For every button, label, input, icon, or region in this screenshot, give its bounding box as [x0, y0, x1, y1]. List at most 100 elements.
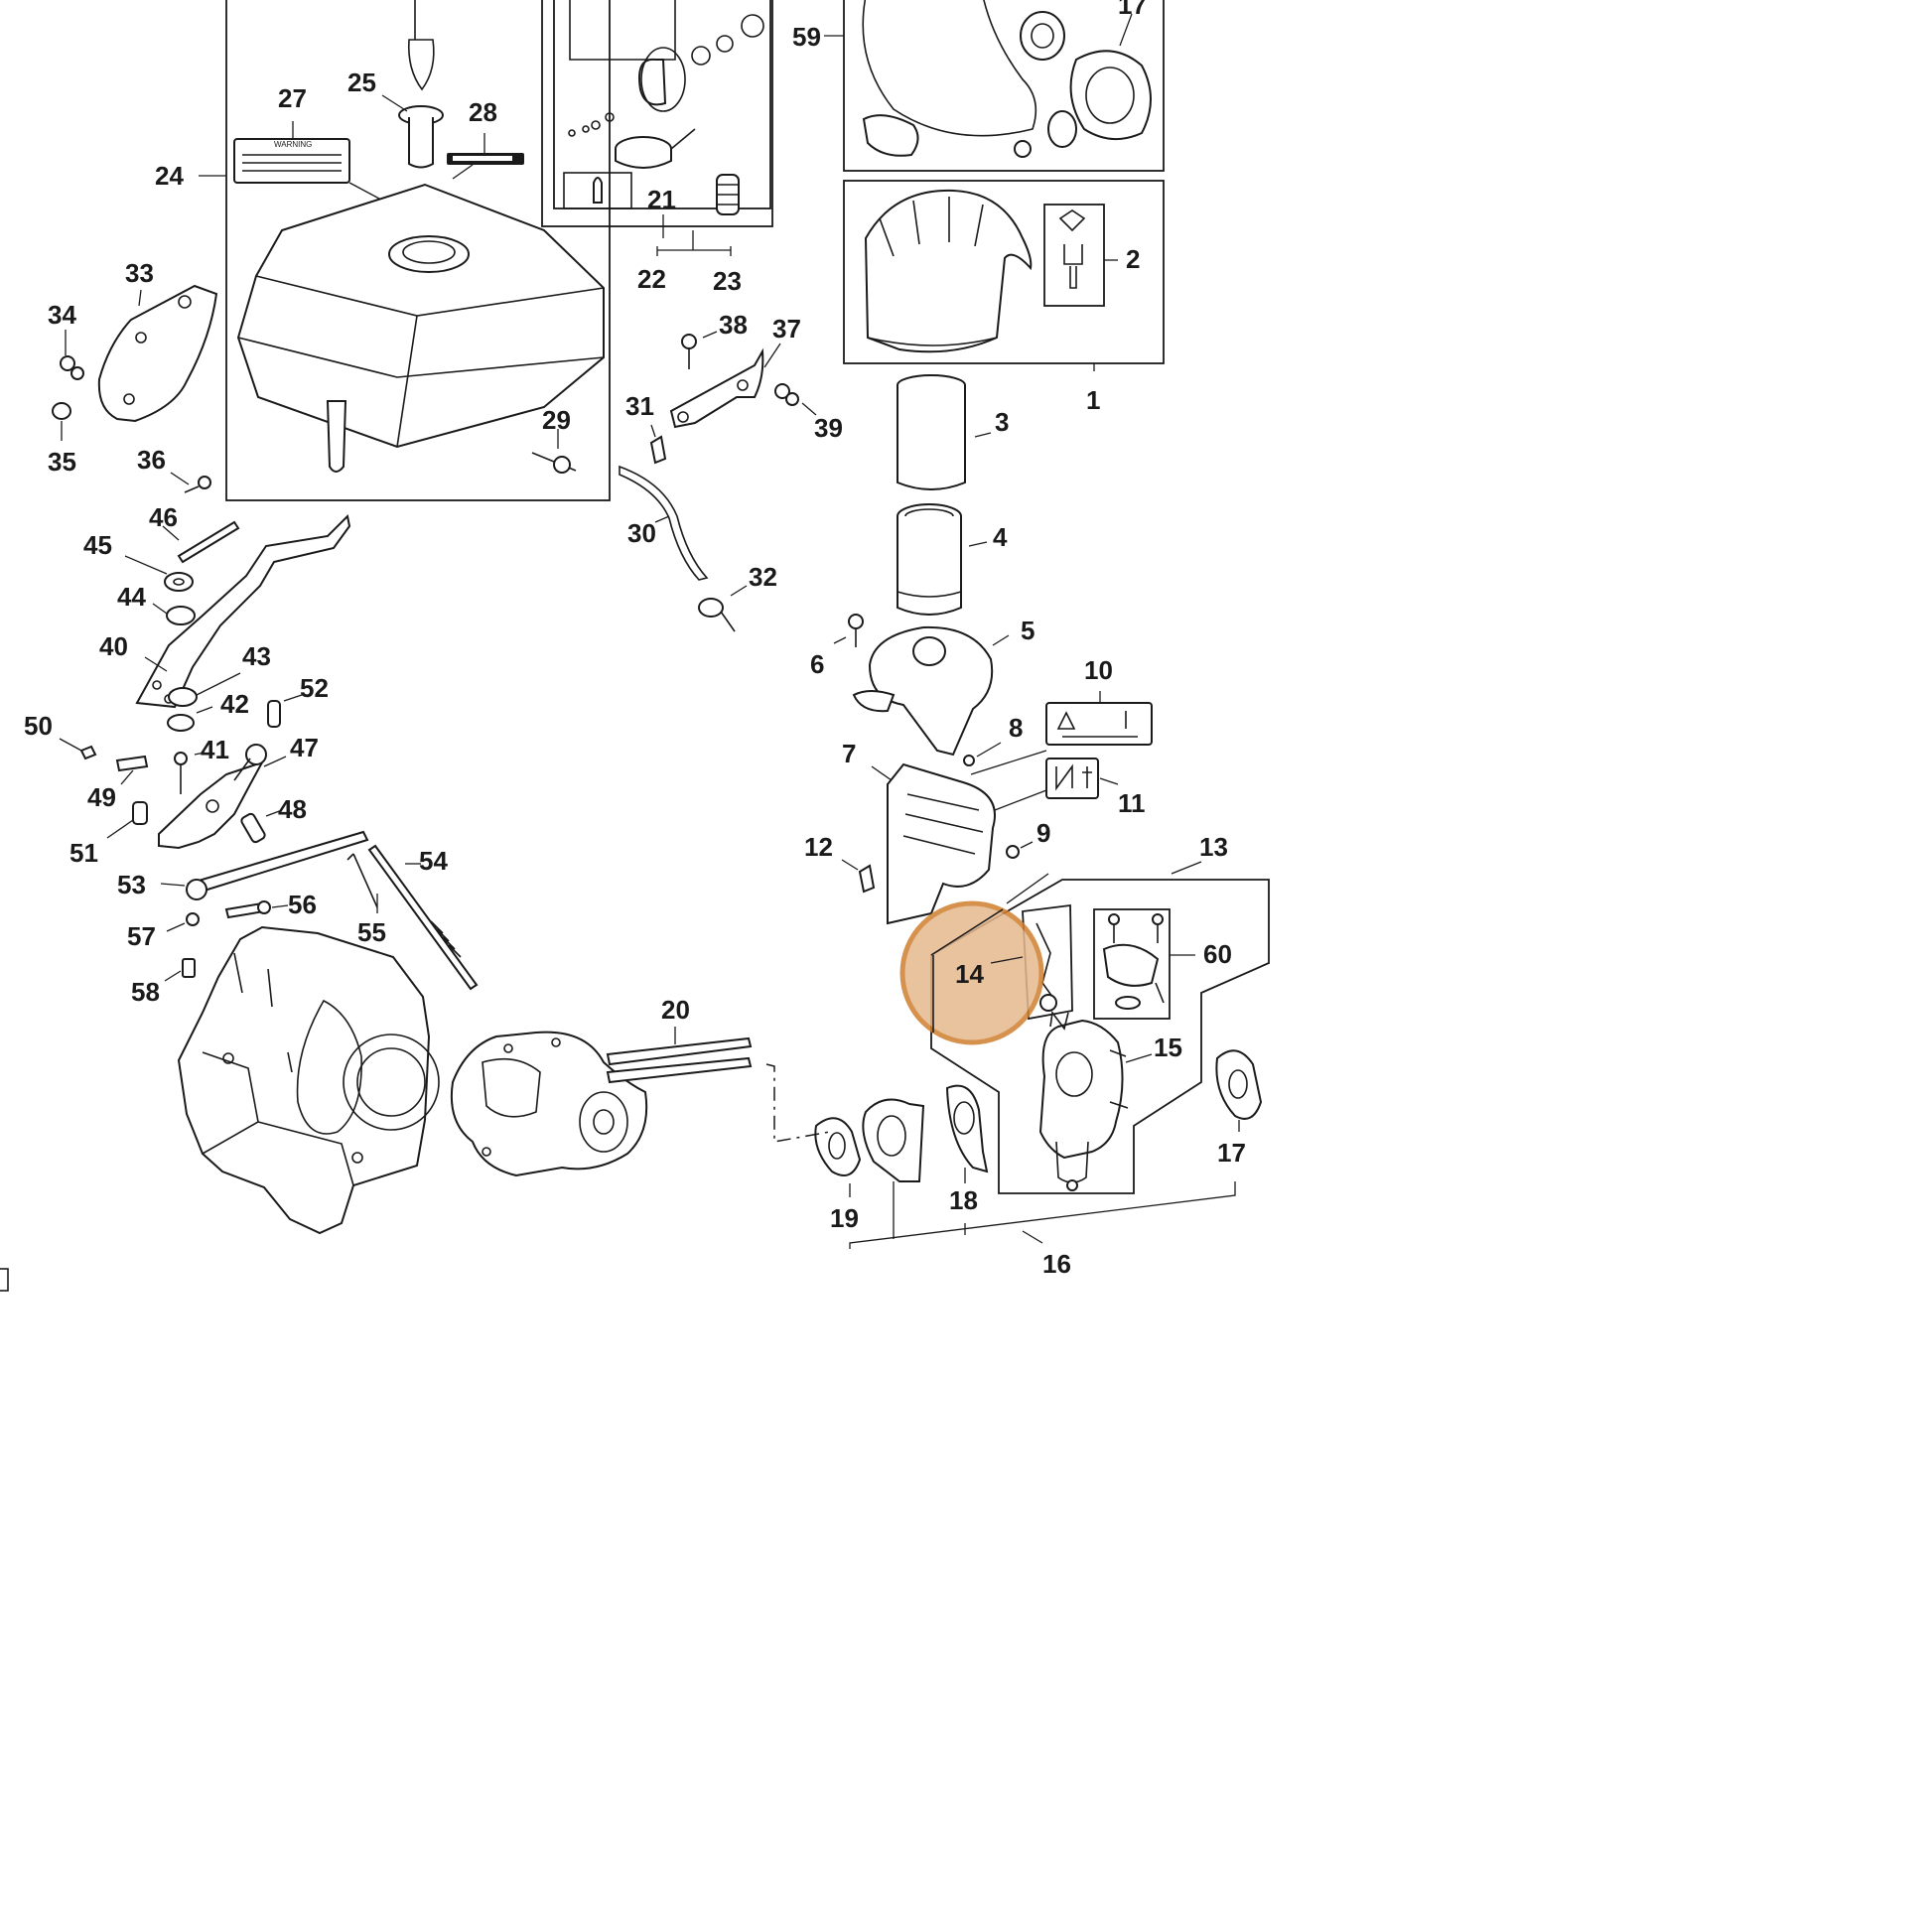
callout-31[interactable]: 31	[625, 391, 654, 421]
callout-6[interactable]: 6	[810, 649, 824, 679]
callout-58[interactable]: 58	[131, 977, 160, 1007]
callout-53[interactable]: 53	[117, 870, 146, 899]
callout-9[interactable]: 9	[1036, 818, 1050, 848]
callout-40[interactable]: 40	[99, 631, 128, 661]
fuel-tank-group: WARNING	[199, 0, 611, 501]
callout-60[interactable]: 60	[1203, 939, 1232, 969]
callout-19[interactable]: 19	[830, 1203, 859, 1233]
callout-12[interactable]: 12	[804, 832, 833, 862]
highlight-circle-14[interactable]	[899, 900, 1044, 1045]
air-guide-shroud-part	[887, 762, 996, 925]
callout-23[interactable]: 23	[713, 266, 742, 296]
callout-24[interactable]: 24	[155, 161, 184, 191]
callout-43[interactable]: 43	[242, 641, 271, 671]
callout-17[interactable]: 17	[1217, 1138, 1246, 1168]
head-gasket-part	[1069, 50, 1152, 140]
clip-part-58	[182, 958, 196, 978]
callout-54[interactable]: 54	[419, 846, 448, 876]
callout-11[interactable]: 11	[1118, 788, 1146, 818]
callout-59[interactable]: 59	[792, 22, 821, 52]
air-cleaner-base-part	[852, 625, 994, 757]
control-lever-part	[158, 744, 267, 850]
callout-38[interactable]: 38	[719, 310, 748, 340]
nut-part-12	[858, 864, 876, 894]
fuel-tank-part	[236, 183, 605, 473]
valve-cover-group	[541, 0, 773, 256]
valve-cover-inner-frame	[553, 0, 771, 209]
callout-25[interactable]: 25	[347, 68, 376, 97]
callout-49[interactable]: 49	[87, 782, 116, 812]
callout-36[interactable]: 36	[137, 445, 166, 475]
callout-55[interactable]: 55	[357, 917, 386, 947]
callout-18[interactable]: 18	[949, 1185, 978, 1215]
callout-51[interactable]: 51	[69, 838, 98, 868]
callout-52[interactable]: 52	[300, 673, 329, 703]
callout-8[interactable]: 8	[1009, 713, 1023, 743]
air-filter-element-part	[897, 374, 966, 490]
callout-42[interactable]: 42	[220, 689, 249, 719]
callout-1[interactable]: 1	[1086, 385, 1100, 415]
nut-part-57	[186, 912, 200, 926]
highlight-outline	[930, 908, 1004, 1033]
callout-33[interactable]: 33	[125, 258, 154, 288]
insulator-part	[862, 1098, 925, 1182]
callout-37[interactable]: 37	[772, 314, 801, 344]
callout-7[interactable]: 7	[842, 739, 856, 768]
callout-17b[interactable]: 17	[1118, 0, 1147, 20]
callout-44[interactable]: 44	[117, 582, 146, 612]
float-needle-part	[1035, 922, 1053, 998]
choke-decal-part	[1045, 758, 1099, 799]
callout-5[interactable]: 5	[1021, 616, 1035, 645]
callout-21[interactable]: 21	[647, 185, 676, 214]
tank-screw-part	[531, 452, 577, 474]
callout-4[interactable]: 4	[993, 522, 1008, 552]
governor-link-part	[346, 853, 378, 908]
callout-27[interactable]: 27	[278, 83, 307, 113]
callout-10[interactable]: 10	[1084, 655, 1113, 685]
callout-47[interactable]: 47	[290, 733, 319, 762]
callout-46[interactable]: 46	[149, 502, 178, 532]
callout-3[interactable]: 3	[995, 407, 1009, 437]
callout-48[interactable]: 48	[278, 794, 307, 824]
air-cleaner-assembly	[843, 180, 1165, 371]
callout-39[interactable]: 39	[814, 413, 843, 443]
callout-28[interactable]: 28	[469, 97, 497, 127]
spring-part-46	[177, 520, 240, 564]
gasket-18-part	[945, 1084, 989, 1173]
control-bracket-part	[97, 284, 218, 423]
small-screw-part-9	[1006, 845, 1020, 859]
callout-50[interactable]: 50	[24, 711, 53, 741]
callout-14[interactable]: 14	[955, 959, 984, 989]
bracket-nut-part	[774, 383, 799, 406]
edge-mark	[0, 1268, 9, 1292]
callout-56[interactable]: 56	[288, 890, 317, 919]
spring-part-52	[267, 700, 281, 728]
callout-2[interactable]: 2	[1126, 244, 1140, 274]
washer-part-43	[168, 687, 198, 707]
callout-34[interactable]: 34	[48, 300, 76, 330]
carburetor-part	[1038, 1010, 1129, 1191]
callout-13[interactable]: 13	[1199, 832, 1228, 862]
fuel-line-clip-part	[649, 435, 667, 465]
callout-32[interactable]: 32	[749, 562, 777, 592]
callout-30[interactable]: 30	[627, 518, 656, 548]
callout-57[interactable]: 57	[127, 921, 156, 951]
washer-part-44	[166, 606, 196, 625]
callout-41[interactable]: 41	[201, 735, 229, 764]
callout-16[interactable]: 16	[1042, 1249, 1071, 1279]
gasket-17-part	[1215, 1049, 1263, 1120]
gasket-set-frame	[843, 0, 1165, 172]
air-cleaner-decal-frame	[1043, 204, 1105, 307]
callout-29[interactable]: 29	[542, 405, 571, 435]
fuel-line-part	[619, 465, 709, 581]
callout-22[interactable]: 22	[637, 264, 666, 294]
callout-15[interactable]: 15	[1154, 1033, 1182, 1062]
bracket-screw-part	[60, 355, 84, 380]
callout-35[interactable]: 35	[48, 447, 76, 477]
carburetor-group-frame	[930, 879, 1270, 1194]
callout-45[interactable]: 45	[83, 530, 112, 560]
callout-20[interactable]: 20	[661, 995, 690, 1025]
plug-part	[593, 177, 603, 204]
washer-part-42	[167, 714, 195, 732]
warning-decal-part: WARNING	[233, 138, 350, 184]
